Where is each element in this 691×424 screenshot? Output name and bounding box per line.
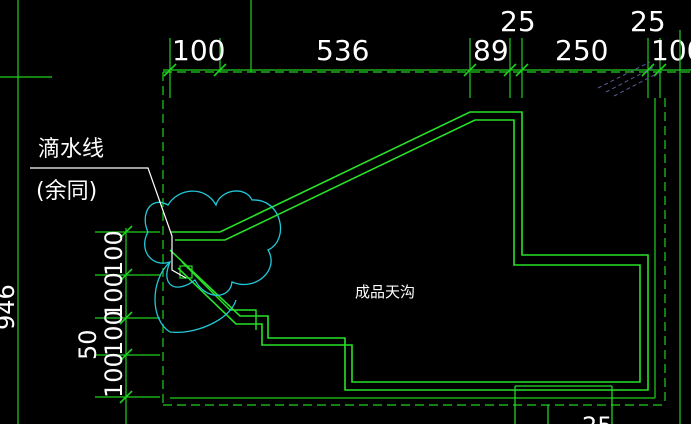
upper-right-hatch bbox=[597, 61, 661, 97]
dim-text-top: 25 bbox=[630, 5, 666, 38]
dashed-boundary bbox=[162, 71, 691, 406]
tree-symbol bbox=[144, 190, 282, 334]
bottom-dim-text: 25 bbox=[582, 412, 613, 424]
dim-text-top: 536 bbox=[316, 34, 369, 67]
dim-text-left: 50 bbox=[74, 329, 102, 360]
dim-text-top: 100 bbox=[172, 34, 225, 67]
bottom-partial bbox=[514, 385, 613, 424]
drip-line-label: 滴水线 bbox=[38, 137, 104, 162]
dim-text-top: 100 bbox=[651, 34, 691, 67]
same-below-label: (余同) bbox=[36, 179, 97, 204]
gutter-label: 成品天沟 bbox=[355, 283, 415, 301]
gutter-outline-outer bbox=[169, 111, 649, 391]
drip-line-leader bbox=[30, 167, 187, 279]
dim-text-top: 250 bbox=[555, 34, 608, 67]
dim-text-left: 100 bbox=[100, 230, 128, 276]
dim-text-left: 100 bbox=[100, 352, 128, 398]
dim-text-left: 100 bbox=[100, 272, 128, 318]
gutter-outline-inner bbox=[175, 119, 641, 383]
right-wall bbox=[170, 98, 656, 399]
gutter-stepped-line bbox=[181, 261, 257, 330]
dim-text-left: 100 bbox=[100, 310, 128, 356]
dim-text-top: 89 bbox=[473, 34, 509, 67]
dim-text-top: 25 bbox=[500, 5, 536, 38]
dim-text-side: 946 bbox=[0, 284, 20, 330]
dimension-arrows bbox=[119, 63, 667, 404]
